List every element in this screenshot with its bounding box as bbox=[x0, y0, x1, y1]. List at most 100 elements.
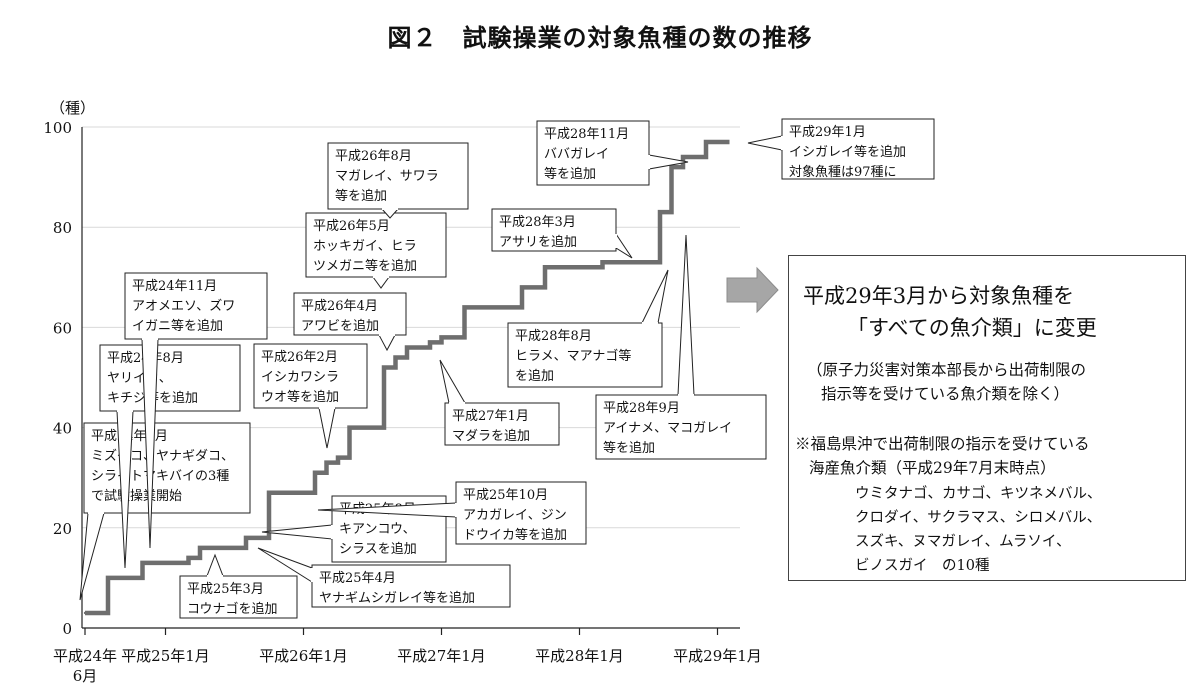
callout-box bbox=[253, 343, 368, 409]
x-tick-label: 平成28年1月 bbox=[535, 647, 624, 665]
y-ticks: 0 20 40 60 80 100 bbox=[43, 119, 72, 638]
data-point bbox=[543, 266, 547, 269]
data-point bbox=[670, 165, 673, 169]
y-tick-label: 60 bbox=[53, 319, 72, 337]
y-tick-label: 40 bbox=[53, 420, 72, 438]
note-caveat: （原子力災害対策本部長から出荷制限の bbox=[807, 361, 1087, 379]
annotation-text: マガレイ、サワラ bbox=[335, 169, 439, 184]
restricted-list-item: クロダイ、サクラマス、シロメバル、 bbox=[855, 510, 1102, 526]
annotation-text: ウオ等を追加 bbox=[261, 389, 339, 405]
y-tick-label: 0 bbox=[62, 620, 72, 638]
x-tick-label: 平成29年1月 bbox=[673, 647, 762, 665]
annotation-text: 平成28年8月 bbox=[515, 329, 592, 344]
annotation-text: ヤナギムシガレイ等を追加 bbox=[319, 590, 475, 606]
callout-box bbox=[536, 120, 650, 186]
data-point bbox=[681, 155, 685, 159]
data-point bbox=[704, 140, 708, 144]
callout-pointer bbox=[378, 334, 396, 352]
callout-box bbox=[491, 208, 617, 252]
y-tick-label: 20 bbox=[53, 520, 72, 538]
data-point bbox=[601, 261, 604, 264]
note-box: 平成29年3月から対象魚種を 「すべての魚介類」に変更 （原子力災害対策本部長か… bbox=[788, 255, 1186, 581]
restricted-list-item: ウミタナゴ、カサゴ、キツネメバル、 bbox=[855, 486, 1102, 502]
data-point bbox=[463, 306, 466, 309]
y-tick-label: 100 bbox=[43, 119, 72, 137]
note-headline: 平成29年3月から対象魚種を bbox=[803, 284, 1075, 308]
annotation-text: 平成28年11月 bbox=[544, 127, 629, 142]
x-tick-label: 平成24年 bbox=[53, 647, 117, 665]
callout-box bbox=[124, 272, 268, 340]
callout-box bbox=[327, 142, 469, 210]
callout-pointer bbox=[372, 276, 390, 289]
data-point bbox=[394, 356, 397, 359]
x-tick-label: 平成27年1月 bbox=[397, 647, 486, 665]
annotation-text: キアンコウ、 bbox=[339, 522, 416, 537]
data-point bbox=[267, 491, 271, 494]
callout-pointer bbox=[615, 232, 633, 259]
annotation-text: 平成25年3月 bbox=[187, 582, 264, 597]
annotation-text: 平成28年3月 bbox=[499, 215, 576, 230]
data-point bbox=[440, 336, 443, 339]
annotation-text: ツメガニ等を追加 bbox=[313, 258, 417, 274]
data-point bbox=[658, 210, 662, 214]
data-point bbox=[520, 286, 524, 289]
annotation-text: ヒラメ、マアナゴ等 bbox=[515, 348, 631, 364]
annotation-text: アカガレイ、ジン bbox=[463, 508, 567, 523]
annotation-text: 平成29年1月 bbox=[789, 125, 866, 140]
chart-title: 図２ 試験操業の対象魚種の数の推移 bbox=[387, 24, 813, 52]
annotation-text: 等を追加 bbox=[335, 188, 387, 204]
data-series bbox=[83, 139, 730, 616]
callout-pointer bbox=[677, 234, 695, 396]
callout-pointer bbox=[79, 512, 105, 601]
annotation-text: 等を追加 bbox=[544, 166, 596, 182]
callout-pointer bbox=[439, 359, 466, 404]
annotation-text: アワビを追加 bbox=[301, 318, 379, 334]
callout-box bbox=[179, 575, 298, 619]
annotation-text: シラスを追加 bbox=[339, 541, 417, 557]
callout-box bbox=[595, 394, 767, 460]
annotation-text: マダラを追加 bbox=[452, 428, 530, 444]
restricted-list-title: 海産魚介類（平成29年7月末時点） bbox=[809, 459, 1056, 477]
annotation-text: で試験操業開始 bbox=[91, 488, 182, 504]
callout-pointer bbox=[261, 524, 333, 540]
callout-pointer bbox=[747, 135, 783, 151]
annotation-text: イシガレイ等を追加 bbox=[789, 144, 906, 160]
annotation-text: イシカワシラ bbox=[261, 370, 339, 385]
callout-box bbox=[99, 344, 241, 412]
axes bbox=[81, 127, 740, 629]
annotation-text: シライトマキバイの3種 bbox=[91, 468, 229, 484]
annotations: 平成24年6月ミズダコ、ヤナギダコ、シライトマキバイの3種で試験操業開始平成24… bbox=[79, 118, 935, 619]
callout-box bbox=[293, 292, 407, 336]
data-point bbox=[141, 561, 144, 565]
right-arrow-icon bbox=[726, 266, 779, 314]
annotation-callout: 平成24年8月ヤリイカ、キチジ等を追加 bbox=[99, 344, 241, 569]
callout-pointer bbox=[206, 553, 224, 577]
callout-box bbox=[311, 564, 511, 608]
note-headline: 「すべての魚介類」に変更 bbox=[847, 316, 1097, 340]
y-tick-label: 80 bbox=[53, 219, 72, 237]
data-point bbox=[313, 471, 317, 474]
annotation-text: 対象魚種は97種に bbox=[789, 164, 897, 180]
data-point bbox=[106, 576, 110, 580]
data-point bbox=[382, 366, 386, 369]
data-point bbox=[428, 341, 432, 344]
annotation-text: 平成26年4月 bbox=[301, 299, 378, 314]
data-point bbox=[348, 426, 351, 429]
data-point bbox=[336, 456, 340, 459]
restricted-list-item: スズキ、ヌマガレイ、ムラソイ、 bbox=[855, 534, 1071, 550]
x-tick-label: 平成25年1月 bbox=[121, 647, 210, 665]
data-point bbox=[198, 546, 202, 550]
restricted-list-title: ※福島県沖で出荷制限の指示を受けている bbox=[795, 435, 1090, 453]
